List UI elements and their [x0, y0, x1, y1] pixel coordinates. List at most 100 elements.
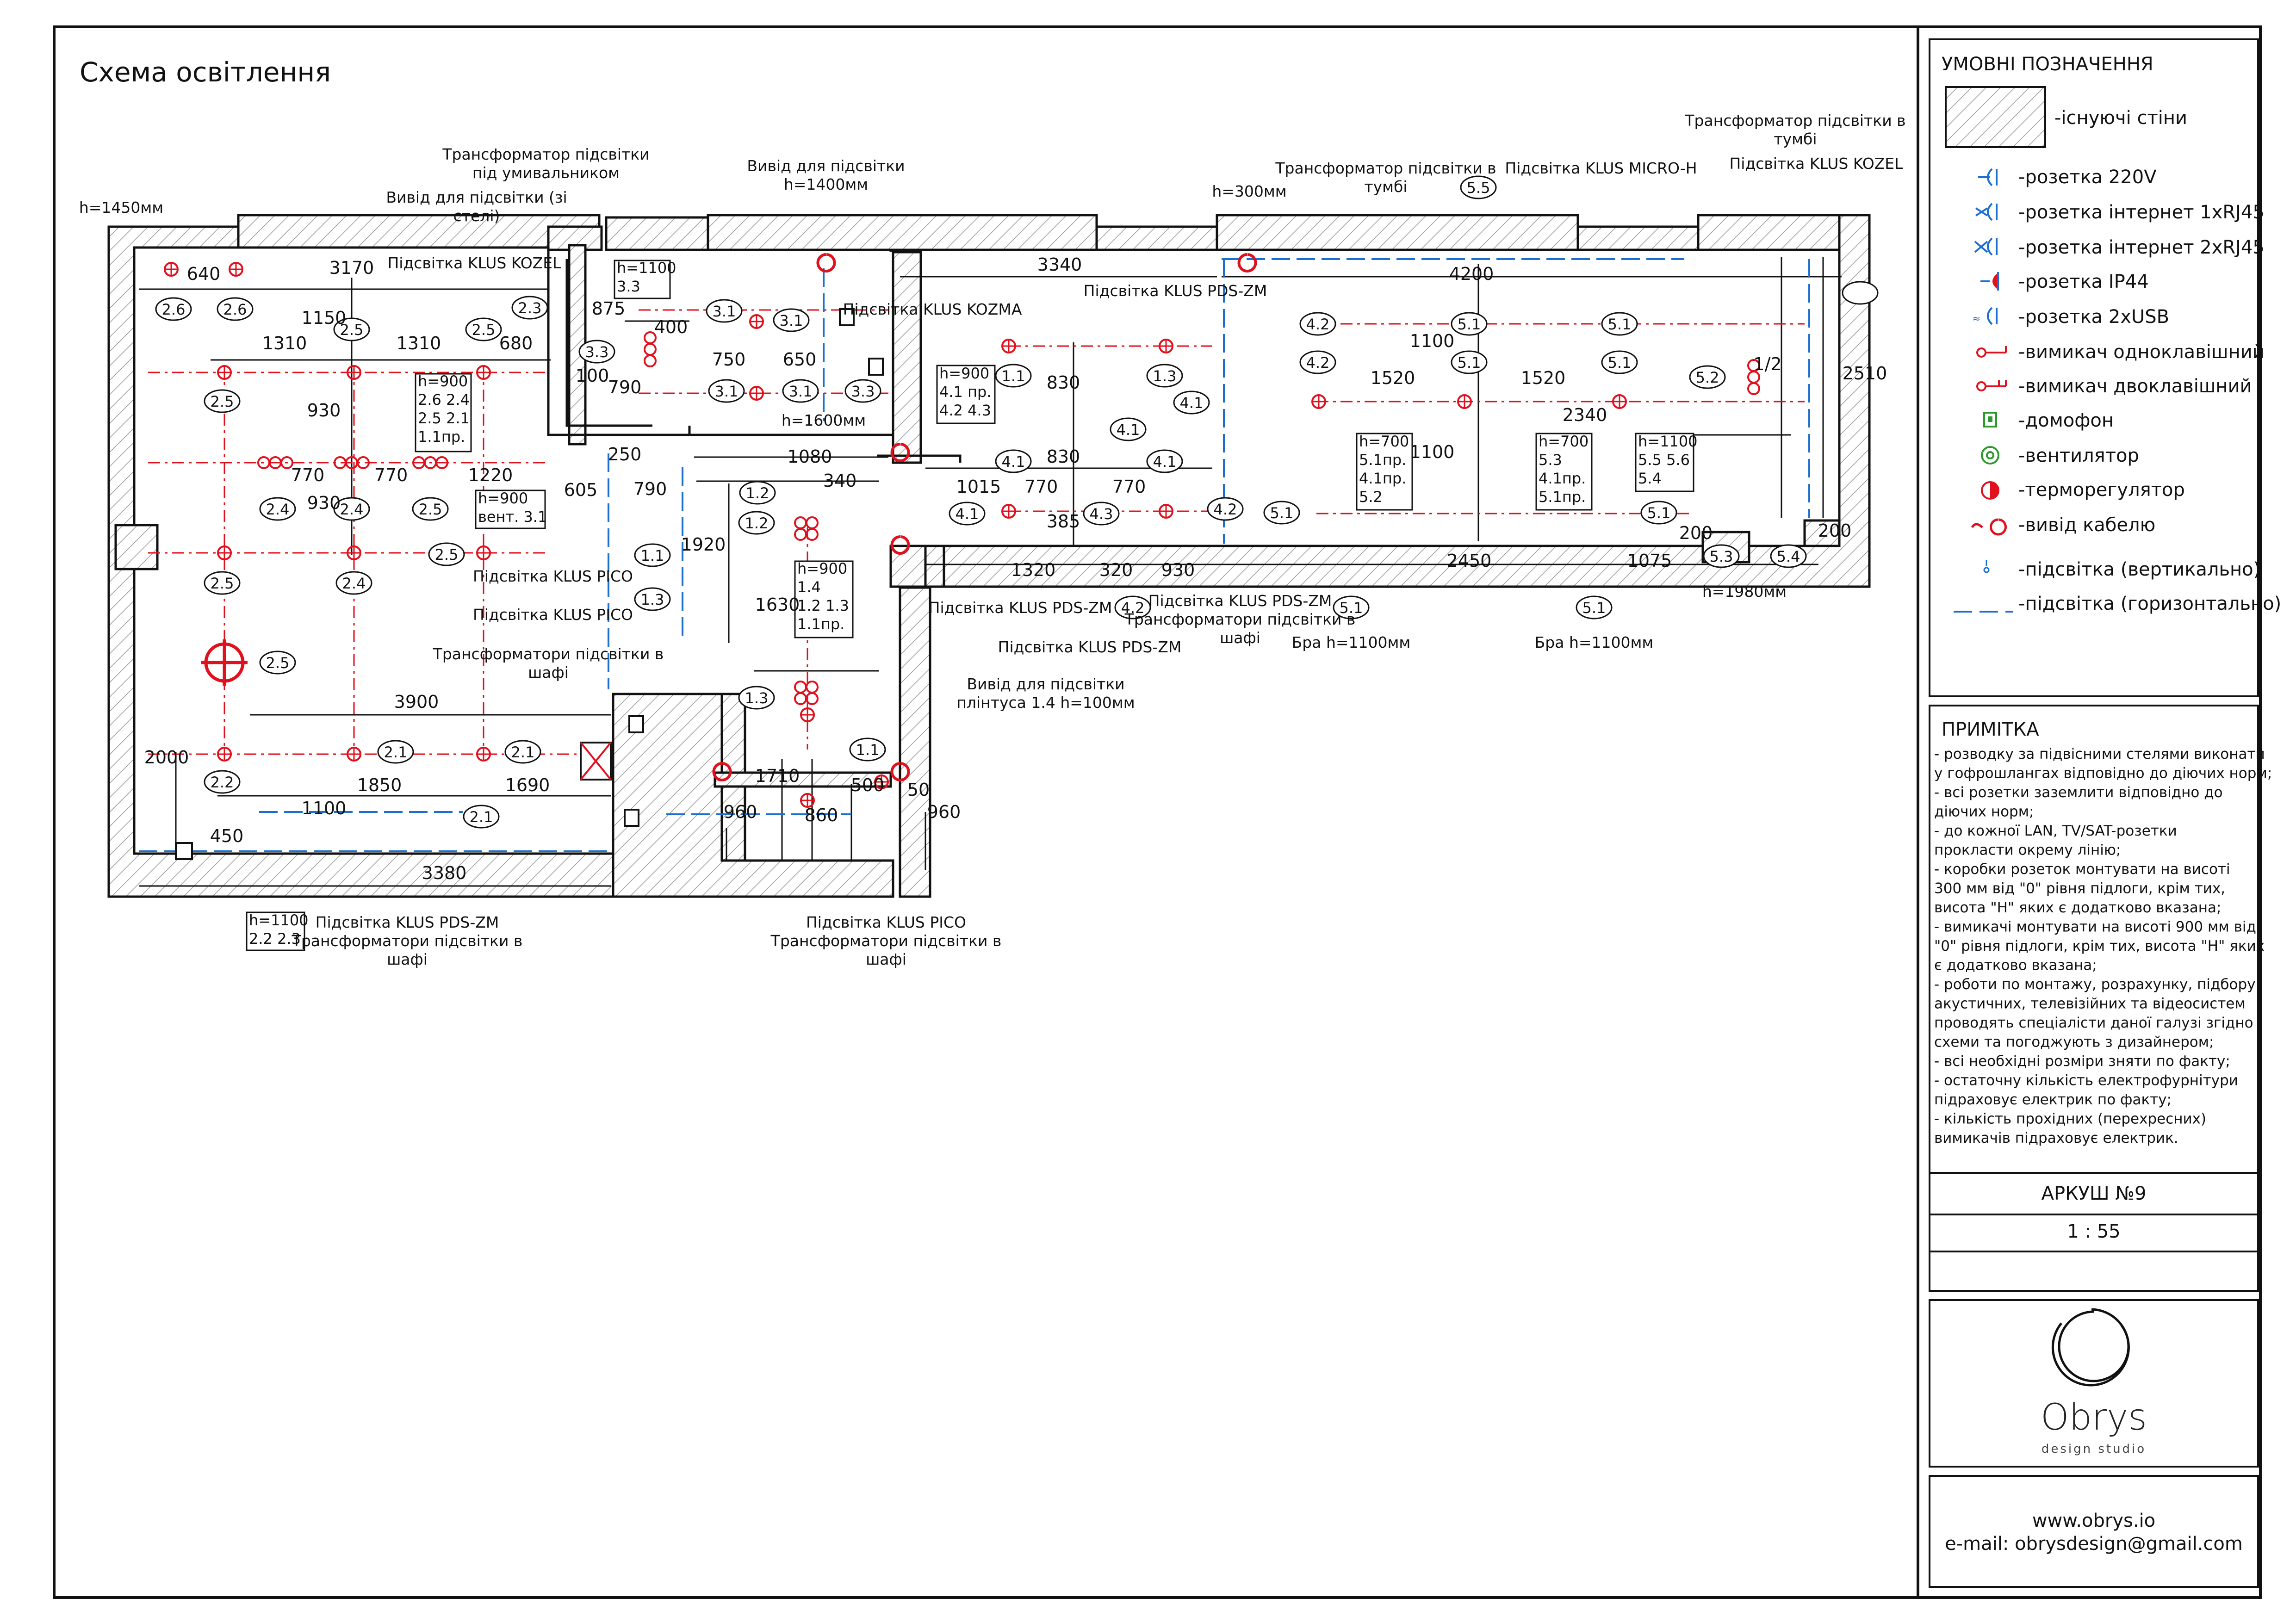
fixture-tag: 1.2: [746, 484, 769, 502]
dimension-label: 200: [1818, 520, 1852, 541]
switch-single-icon: [1976, 346, 2007, 358]
note-line: у гофрошлангах відповідно до діючих норм…: [1934, 765, 2272, 782]
fixture-tag: 2.5: [266, 654, 290, 672]
info-box-line: 2.2 2.3: [249, 930, 301, 948]
dimension-label: 770: [291, 465, 325, 485]
fixture-tag: 2.4: [340, 501, 364, 518]
note-line: висота "Н" яких є додатково вказана;: [1934, 899, 2221, 916]
chandelier-icon: [201, 639, 248, 686]
dimension-label: 250: [608, 444, 642, 465]
fixture-tag: 2.5: [340, 321, 364, 339]
legend-label-rj45: -розетка інтернет 1xRJ45: [2018, 202, 2265, 223]
dimension-label: 1150: [302, 308, 347, 328]
fixture-tag: 2.4: [342, 575, 366, 592]
fixture-tag: 5.1: [1582, 599, 1606, 617]
walls: [107, 214, 1871, 898]
fixture-tag: 4.1: [1180, 394, 1204, 412]
annotation-label: Підсвітка KLUS PICO: [473, 606, 633, 624]
annotation-label: Підсвітка KLUS KOZMA: [843, 300, 1022, 318]
legend-label-walls: -існуючі стіни: [2054, 107, 2187, 129]
info-box-line: вент. 3.1: [478, 508, 547, 526]
note-line: - роботи по монтажу, розрахунку, підбору: [1934, 976, 2256, 993]
note-line: акустичних, телевізійних та відеосистем: [1934, 996, 2246, 1012]
info-box-line: 5.1пр.: [1539, 488, 1586, 506]
fixture-tag: 4.2: [1121, 599, 1145, 617]
dimension-label: 875: [592, 298, 626, 319]
fixture-tag: 2.5: [211, 575, 234, 592]
info-box-line: h=900: [478, 489, 528, 507]
dimension-label: 930: [1161, 560, 1195, 580]
dimension-label: 830: [1047, 446, 1080, 467]
fixture-tag: 2.6: [162, 301, 186, 318]
note-line: 300 мм від "0" рівня підлоги, крім тих,: [1934, 880, 2225, 897]
dimension-label: 2510: [1843, 363, 1887, 384]
note-line: - коробки розеток монтувати на висоті: [1934, 861, 2230, 878]
dimension-label: 50: [907, 780, 930, 800]
vent-icon: [580, 742, 612, 781]
hatch-icon: [1945, 86, 2046, 148]
dimension-label: 770: [1112, 477, 1146, 497]
outer-frame: [53, 25, 2262, 1599]
info-box-line: h=900: [939, 365, 989, 382]
fixture-tag: 4.1: [1117, 421, 1140, 439]
dimension-label: 200: [1679, 523, 1713, 543]
dimension-label: 930: [307, 493, 341, 513]
legend-label-ip44: -розетка IP44: [2018, 271, 2149, 292]
dimension-label: 3900: [394, 692, 439, 712]
info-box-line: 1.1пр.: [797, 615, 844, 633]
dimension-label: 860: [805, 805, 838, 825]
fixture-tag: 3.1: [713, 303, 736, 320]
dimension-label: 2340: [1563, 405, 1607, 425]
fixture-tag: 4.3: [1090, 505, 1113, 523]
note-line: - до кожної LAN, TV/SAT-розетки: [1934, 823, 2177, 839]
legend-label-220v: -розетка 220V: [2018, 167, 2157, 188]
annotation-label: Підсвітка KLUS PDS-ZM: [1084, 282, 1267, 300]
annotation-label: Підсвітка KLUS MICRO-H: [1505, 159, 1697, 177]
contact-email[interactable]: e-mail: obrysdesign@gmail.com: [1945, 1533, 2243, 1555]
dimension-lines: [139, 257, 1842, 887]
dimension-label: 680: [499, 333, 533, 353]
dimension-label: 770: [1024, 477, 1058, 497]
info-box-line: h=900: [418, 372, 468, 390]
info-box-line: 3.3: [617, 278, 640, 295]
info-box-line: 5.4: [1638, 470, 1662, 487]
annotation-label: h=1600мм: [782, 411, 866, 429]
sheet-scale: 1 : 55: [2067, 1221, 2120, 1242]
note-line: - всі розетки заземлити відповідно до: [1934, 784, 2223, 801]
cable-outlet-markers: [712, 253, 1257, 781]
brand-block: Obrys design studio: [1929, 1299, 2259, 1468]
annotation-label: Бра h=1100мм: [1292, 633, 1411, 651]
info-box-line: 1.4: [797, 578, 821, 596]
annotation-label: Бра h=1100мм: [1535, 633, 1654, 651]
fixture-tag: 5.4: [1777, 548, 1800, 565]
fan-icon: [1981, 446, 1999, 465]
dimension-label: 1320: [1011, 560, 1056, 580]
legend-label-intercom: -домофон: [2018, 410, 2114, 431]
brand-tagline: design studio: [2042, 1442, 2146, 1456]
dimension-label: 1075: [1627, 551, 1672, 571]
fixture-tag: 2.5: [472, 321, 496, 339]
dimension-label: 385: [1047, 511, 1080, 532]
socket-220v-icon: [1978, 168, 1998, 186]
fixture-tag: 5.2: [1696, 369, 1719, 386]
legend-label-fan: -вентилятор: [2018, 445, 2139, 466]
fixture-tag: 5.1: [1608, 316, 1632, 333]
info-box-line: 2.6 2.4: [418, 391, 470, 409]
dimension-label: 750: [712, 349, 746, 370]
fixture-tag: 5.1: [1608, 354, 1632, 372]
fixture-tag: 5.1: [1458, 316, 1481, 333]
fixture-tag: 2.1: [384, 743, 408, 761]
info-box-line: h=1100: [617, 259, 676, 277]
contact-website[interactable]: www.obrys.io: [2032, 1510, 2155, 1531]
drawing-title: Схема освітлення: [80, 56, 331, 88]
socket-2rj45-icon: [1974, 237, 1998, 256]
fixture-tag: 4.1: [956, 505, 979, 523]
dimension-label: 1520: [1371, 368, 1415, 388]
dimension-label: 2000: [144, 747, 189, 768]
legend-panel: УМОВНІ ПОЗНАЧЕННЯ -існуючі стіни -розетк…: [1929, 38, 2281, 697]
